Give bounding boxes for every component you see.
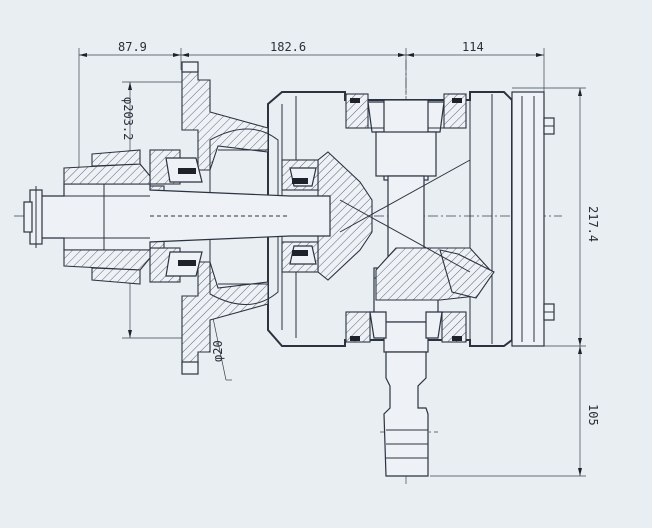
- input-housing: [181, 61, 279, 375]
- input-bearings: [147, 149, 203, 283]
- lower-bearing: [345, 311, 467, 343]
- dim-87-9: 87.9: [118, 40, 147, 54]
- dim-diameter-20: φ20: [211, 340, 225, 362]
- bevel-gears: [317, 151, 495, 301]
- dim-114: 114: [462, 40, 484, 54]
- main-housing: [267, 91, 555, 347]
- dim-182-6: 182.6: [270, 40, 306, 54]
- input-shaft: [23, 149, 331, 285]
- dimension-lines: [78, 48, 586, 477]
- dim-217-4: 217.4: [586, 206, 600, 242]
- dim-105: 105: [586, 404, 600, 426]
- dim-diameter-203-2: φ203.2: [121, 97, 135, 140]
- upper-bearing: [345, 93, 467, 133]
- pinion-bearings: [281, 159, 319, 273]
